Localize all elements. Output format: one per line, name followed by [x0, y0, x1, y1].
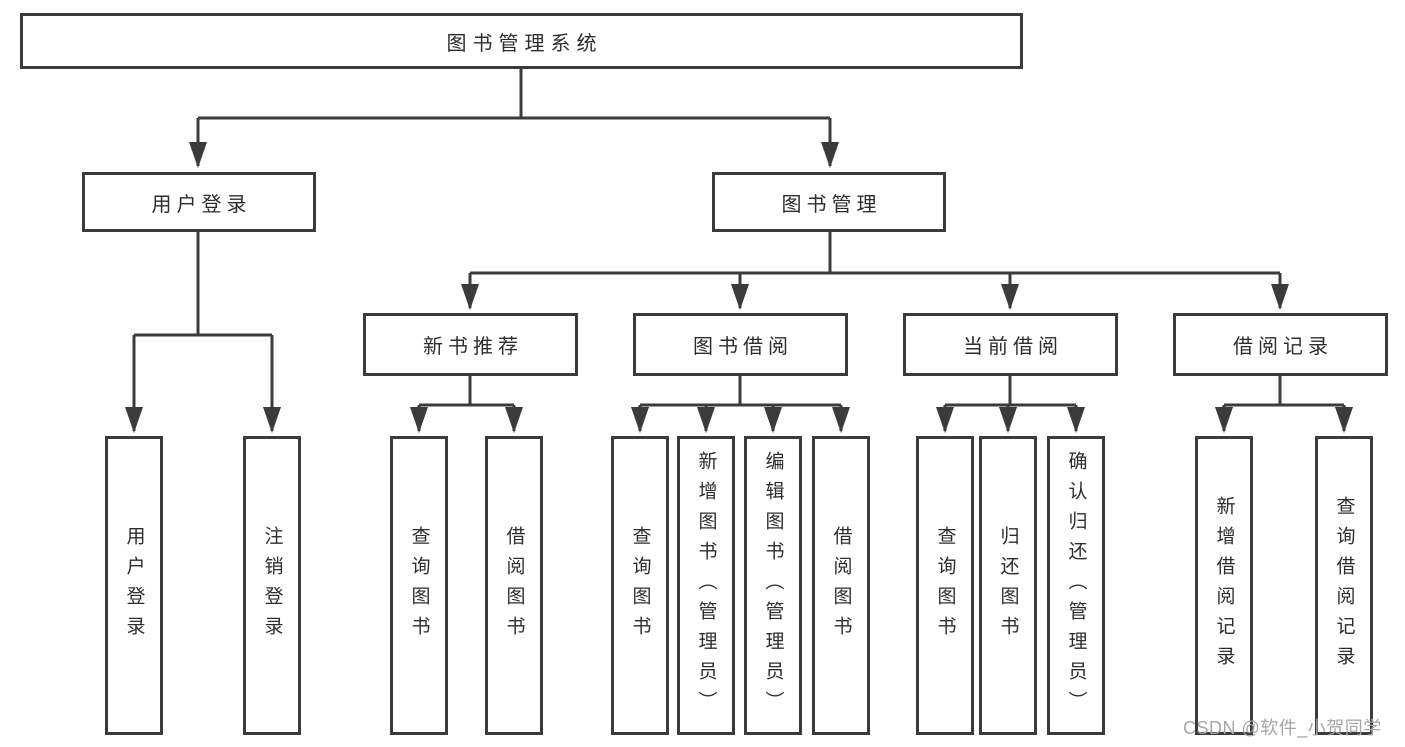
- leaf-newbook-borrow-books-label: 借阅图书: [503, 525, 525, 646]
- connector-arrows: [125, 118, 1353, 433]
- leaf-borrow-borrow-books-label: 借阅图书: [830, 525, 852, 646]
- leaf-borrow-query-books: 查询图书: [611, 436, 669, 735]
- leaf-borrow-add-books-admin-label: 新增图书（管理员）: [695, 450, 717, 721]
- node-new-book-recommendation-label: 新书推荐: [423, 336, 523, 358]
- node-root-label: 图书管理系统: [446, 32, 603, 55]
- leaf-newbook-borrow-books: 借阅图书: [485, 436, 543, 735]
- leaf-records-add-record: 新增借阅记录: [1195, 436, 1253, 735]
- watermark: CSDN @软件_小贺同学: [1183, 718, 1382, 738]
- leaf-user-login: 用户登录: [105, 436, 163, 735]
- leaf-borrow-borrow-books: 借阅图书: [812, 436, 870, 735]
- leaf-newbook-query-books: 查询图书: [390, 436, 448, 735]
- node-current-borrowing: 当前借阅: [903, 313, 1118, 376]
- leaf-newbook-query-books-label: 查询图书: [408, 525, 430, 646]
- leaf-records-query-record: 查询借阅记录: [1315, 436, 1373, 735]
- node-root: 图书管理系统: [20, 13, 1023, 69]
- leaf-current-confirm-return-admin-label: 确认归还（管理员）: [1065, 450, 1087, 721]
- node-book-borrowing-label: 图书借阅: [693, 336, 793, 358]
- node-user-login-label: 用户登录: [151, 193, 252, 216]
- leaf-records-add-record-label: 新增借阅记录: [1213, 495, 1235, 676]
- leaf-current-query-books: 查询图书: [916, 436, 974, 735]
- leaf-current-query-books-label: 查询图书: [934, 525, 956, 646]
- leaf-records-query-record-label: 查询借阅记录: [1333, 495, 1355, 676]
- leaf-current-return-books: 归还图书: [979, 436, 1037, 735]
- leaf-user-login-label: 用户登录: [123, 525, 145, 646]
- leaf-borrow-edit-books-admin-label: 编辑图书（管理员）: [762, 450, 784, 721]
- leaf-logout-label: 注销登录: [261, 525, 283, 646]
- node-book-management-label: 图书管理: [781, 193, 882, 216]
- connector-edges: [134, 68, 1344, 407]
- node-new-book-recommendation: 新书推荐: [363, 313, 578, 376]
- node-current-borrowing-label: 当前借阅: [963, 336, 1063, 358]
- leaf-current-return-books-label: 归还图书: [997, 525, 1019, 646]
- node-borrowing-records: 借阅记录: [1173, 313, 1388, 376]
- node-user-login: 用户登录: [82, 172, 316, 232]
- leaf-borrow-query-books-label: 查询图书: [629, 525, 651, 646]
- leaf-logout: 注销登录: [243, 436, 301, 735]
- leaf-borrow-edit-books-admin: 编辑图书（管理员）: [744, 436, 802, 735]
- node-borrowing-records-label: 借阅记录: [1233, 336, 1333, 358]
- node-book-management: 图书管理: [712, 172, 946, 232]
- leaf-borrow-add-books-admin: 新增图书（管理员）: [677, 436, 735, 735]
- node-book-borrowing: 图书借阅: [633, 313, 848, 376]
- leaf-current-confirm-return-admin: 确认归还（管理员）: [1047, 436, 1105, 735]
